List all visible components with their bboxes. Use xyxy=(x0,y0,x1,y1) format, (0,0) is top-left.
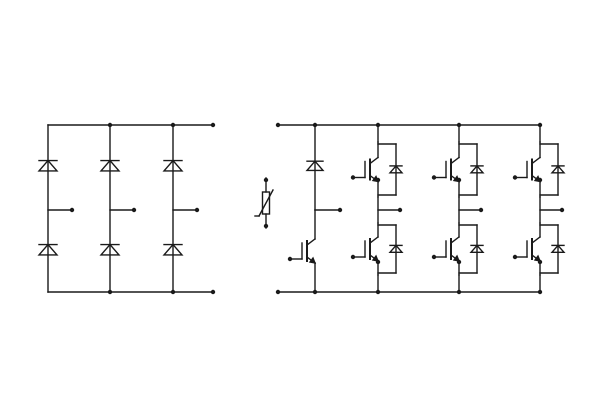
inverter-bridge xyxy=(314,122,566,295)
upper-diode xyxy=(37,159,59,172)
antiparallel-diode xyxy=(388,164,404,174)
lower-diode xyxy=(37,243,59,256)
antiparallel-diode xyxy=(550,244,566,254)
collector-leg xyxy=(531,156,541,165)
dc-minus-input-terminal xyxy=(275,289,281,295)
aux-emitter-dot xyxy=(456,177,462,183)
phase-terminal xyxy=(194,207,200,213)
junction-dot xyxy=(107,289,113,295)
collector-leg xyxy=(450,236,460,244)
antiparallel-diode xyxy=(469,164,485,174)
rectifier-leg-2 xyxy=(99,122,137,295)
diode-triangle xyxy=(99,159,121,172)
upper-diode xyxy=(162,159,184,172)
phase-output-terminal xyxy=(478,207,484,213)
diode-triangle xyxy=(550,164,566,174)
collector-leg xyxy=(306,238,316,246)
rectifier-leg-3 xyxy=(162,122,200,295)
emitter-arrow xyxy=(452,254,461,262)
diode-triangle xyxy=(469,164,485,174)
chopper-diode xyxy=(305,160,325,172)
dc-plus-terminal xyxy=(210,122,216,128)
thermistor-diagonal xyxy=(258,189,274,217)
collector-leg xyxy=(450,156,460,165)
lower-igbt xyxy=(350,222,404,276)
gate-terminal xyxy=(350,175,356,180)
antiparallel-diode xyxy=(469,244,485,254)
gate-terminal xyxy=(287,256,293,262)
gate-terminal xyxy=(350,254,356,260)
upper-igbt xyxy=(512,141,566,198)
aux-emitter-dot xyxy=(375,259,381,265)
thermistor-terminal xyxy=(263,223,269,229)
diode-triangle xyxy=(99,243,121,256)
diode-triangle xyxy=(37,159,59,172)
upper-igbt xyxy=(431,141,485,198)
collector-leg xyxy=(369,156,379,165)
diode-triangle xyxy=(388,244,404,254)
rectifier-leg-1 xyxy=(37,124,75,293)
phase-terminal xyxy=(131,207,137,213)
lower-igbt xyxy=(512,222,566,276)
collector-leg xyxy=(531,236,541,244)
inverter-leg-1 xyxy=(350,122,404,295)
phase-terminal xyxy=(69,207,75,213)
thermistor-terminal xyxy=(263,177,269,183)
gate-terminal xyxy=(431,254,437,260)
collector-leg xyxy=(369,236,379,244)
inverter-leg-3 xyxy=(512,122,566,295)
junction-dot xyxy=(170,122,176,128)
ntc-thermistor xyxy=(254,177,274,229)
gate-terminal xyxy=(512,254,518,260)
lower-diode xyxy=(162,243,184,256)
diode-triangle xyxy=(37,243,59,256)
aux-emitter-dot xyxy=(375,177,381,183)
brake-chopper xyxy=(275,122,343,295)
diode-triangle xyxy=(550,244,566,254)
diode-triangle xyxy=(162,159,184,172)
thermistor-body xyxy=(261,191,271,215)
gate-terminal xyxy=(512,175,518,180)
diode-triangle xyxy=(388,164,404,174)
rectifier-bridge xyxy=(37,122,216,295)
dc-minus-terminal xyxy=(210,289,216,295)
emitter-arrow xyxy=(371,254,380,262)
phase-output-terminal xyxy=(559,207,565,213)
inverter-leg-2 xyxy=(431,122,485,295)
aux-emitter-dot xyxy=(456,259,462,265)
chopper-igbt xyxy=(287,209,317,293)
brake-terminal xyxy=(337,207,343,213)
dc-plus-input-terminal xyxy=(275,122,281,128)
diode-triangle xyxy=(305,160,325,172)
emitter-arrow xyxy=(533,254,542,262)
aux-emitter-dot xyxy=(537,259,543,265)
upper-igbt xyxy=(350,141,404,198)
junction-dot xyxy=(170,289,176,295)
diode-triangle xyxy=(162,243,184,256)
junction-dot xyxy=(107,122,113,128)
lower-igbt xyxy=(431,222,485,276)
antiparallel-diode xyxy=(388,244,404,254)
emitter-arrow xyxy=(308,256,317,264)
antiparallel-diode xyxy=(550,164,566,174)
gate-terminal xyxy=(431,175,437,180)
diode-triangle xyxy=(469,244,485,254)
lower-diode xyxy=(99,243,121,256)
upper-diode xyxy=(99,159,121,172)
phase-output-terminal xyxy=(397,207,403,213)
aux-emitter-dot xyxy=(537,177,543,183)
